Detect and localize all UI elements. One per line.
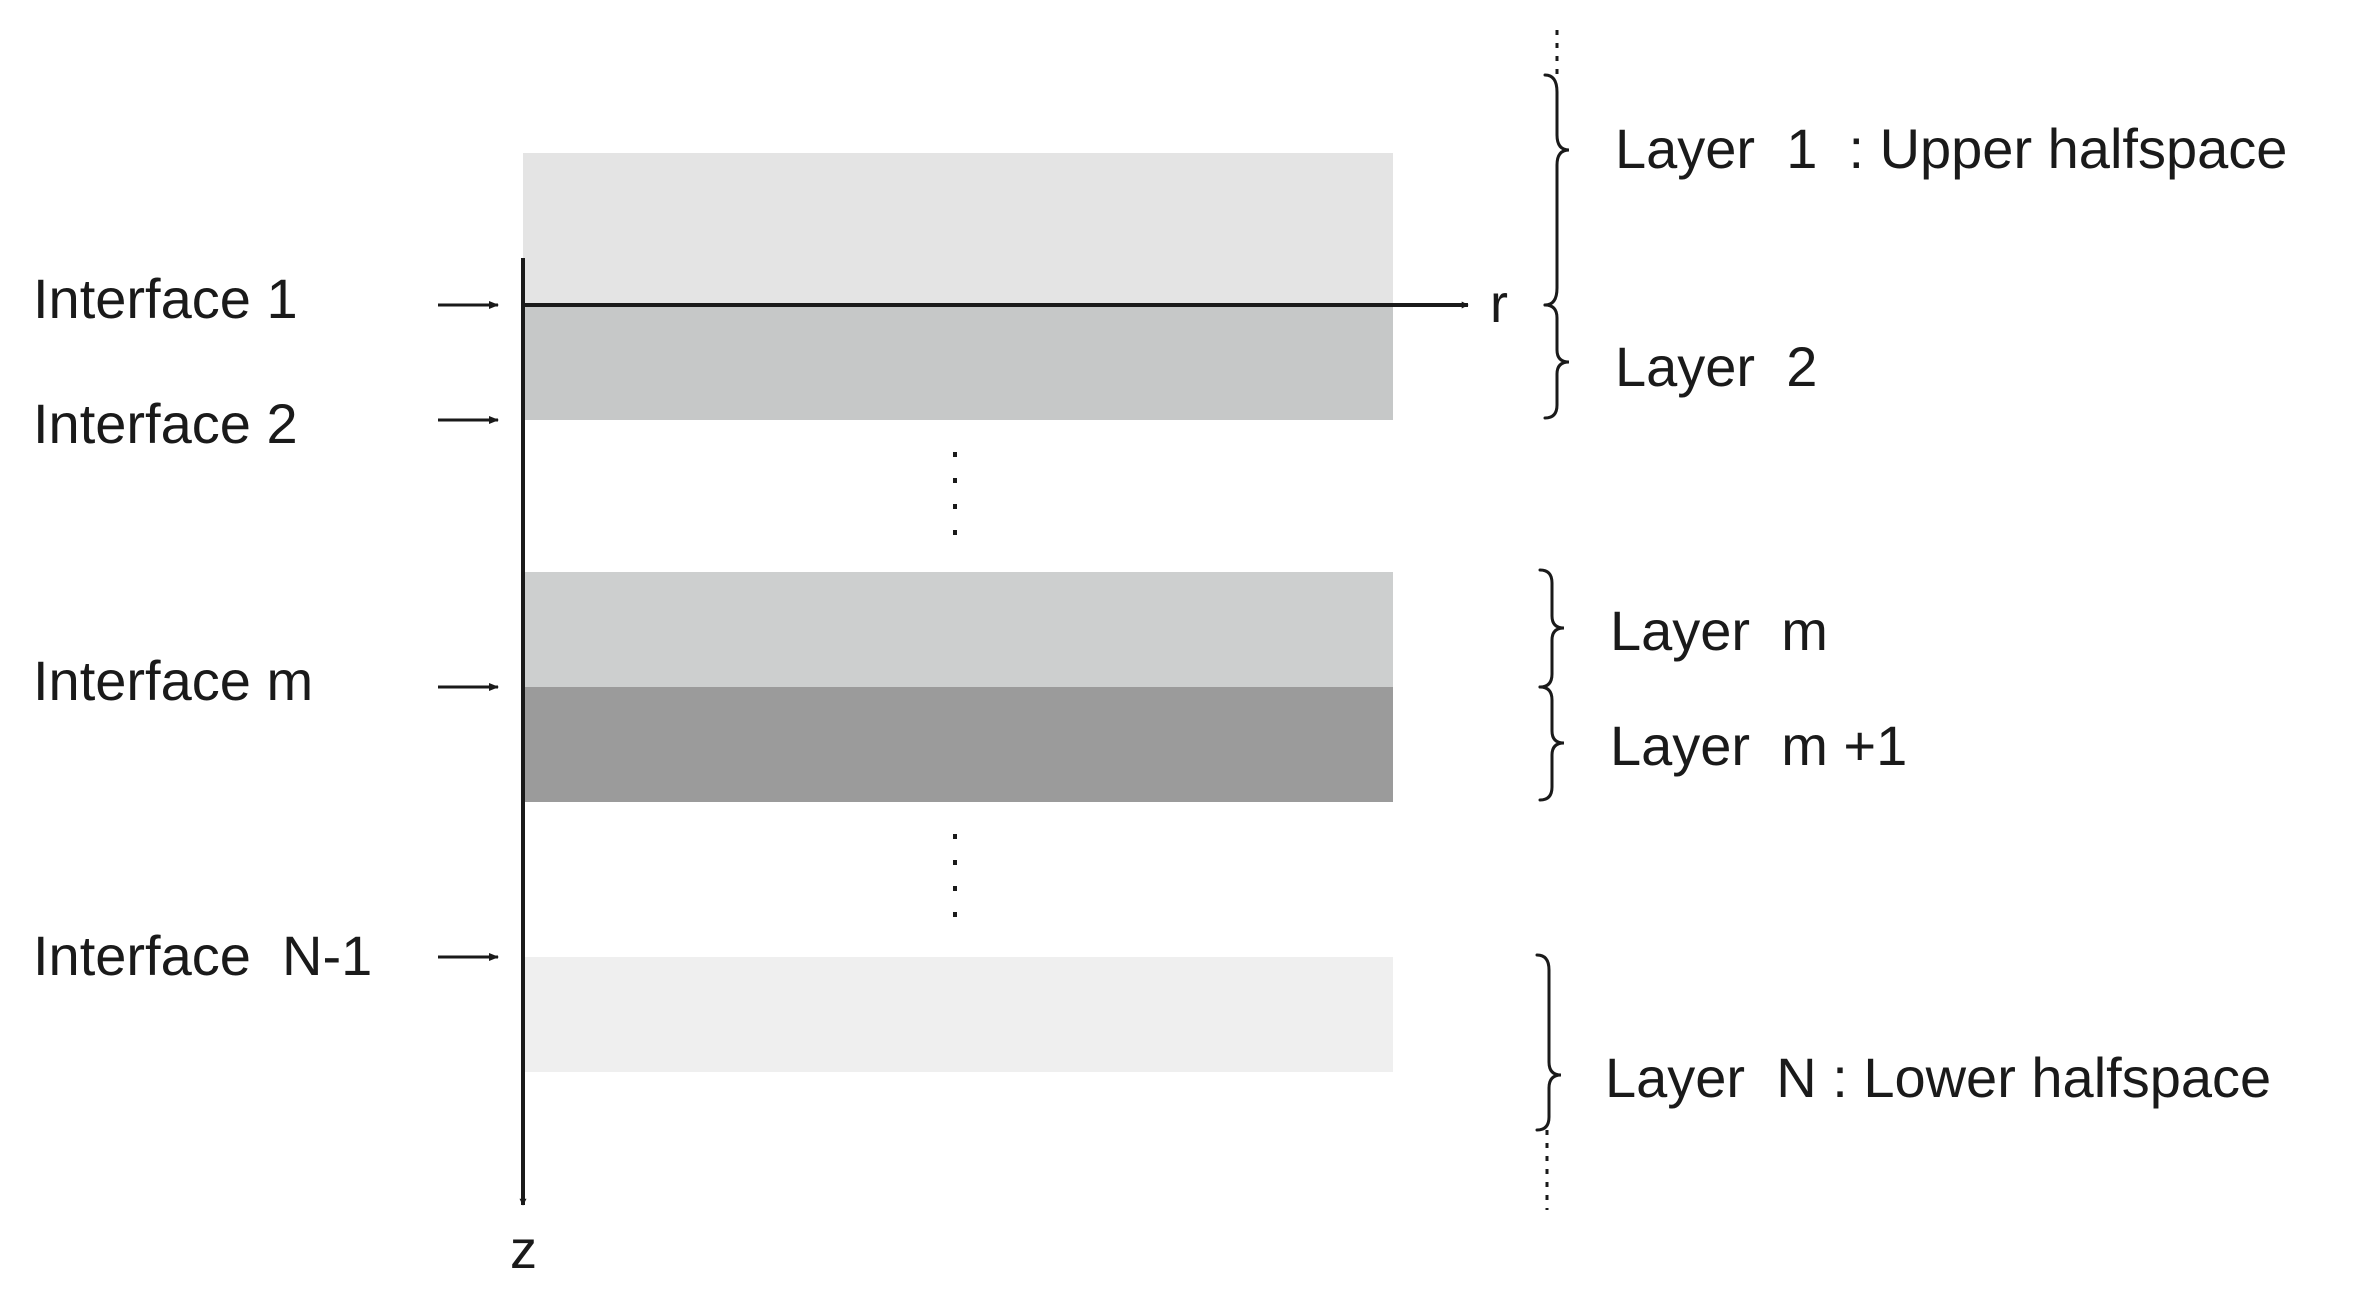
layer-n-label: Layer N : Lower halfspace (1605, 1046, 2271, 1109)
layer-m-plus-1-label: Layer m +1 (1610, 714, 1907, 777)
layer-m-brace (1538, 568, 1565, 689)
interface-m-label: Interface m (33, 649, 313, 712)
layer-m-plus-1-brace (1538, 685, 1565, 802)
interface-1-label: Interface 1 (33, 267, 298, 330)
layer-m-band (523, 572, 1393, 687)
layer-2-band (523, 303, 1393, 420)
layer-m-plus-1-band (523, 687, 1393, 802)
z-axis-label: z (510, 1220, 537, 1280)
layer-2-label: Layer 2 (1615, 335, 1817, 398)
layer-m-label: Layer m (1610, 599, 1828, 662)
layer-1-brace (1543, 73, 1570, 307)
r-axis-label: r (1490, 274, 1508, 334)
layer-n-brace (1535, 953, 1562, 1132)
layer-1-band (523, 153, 1393, 303)
layer-1-label: Layer 1 : Upper halfspace (1615, 117, 2287, 180)
interface-n-1-label: Interface N-1 (33, 924, 372, 987)
interface-2-label: Interface 2 (33, 392, 298, 455)
layer-2-brace (1543, 303, 1570, 420)
layer-n-band (523, 957, 1393, 1072)
